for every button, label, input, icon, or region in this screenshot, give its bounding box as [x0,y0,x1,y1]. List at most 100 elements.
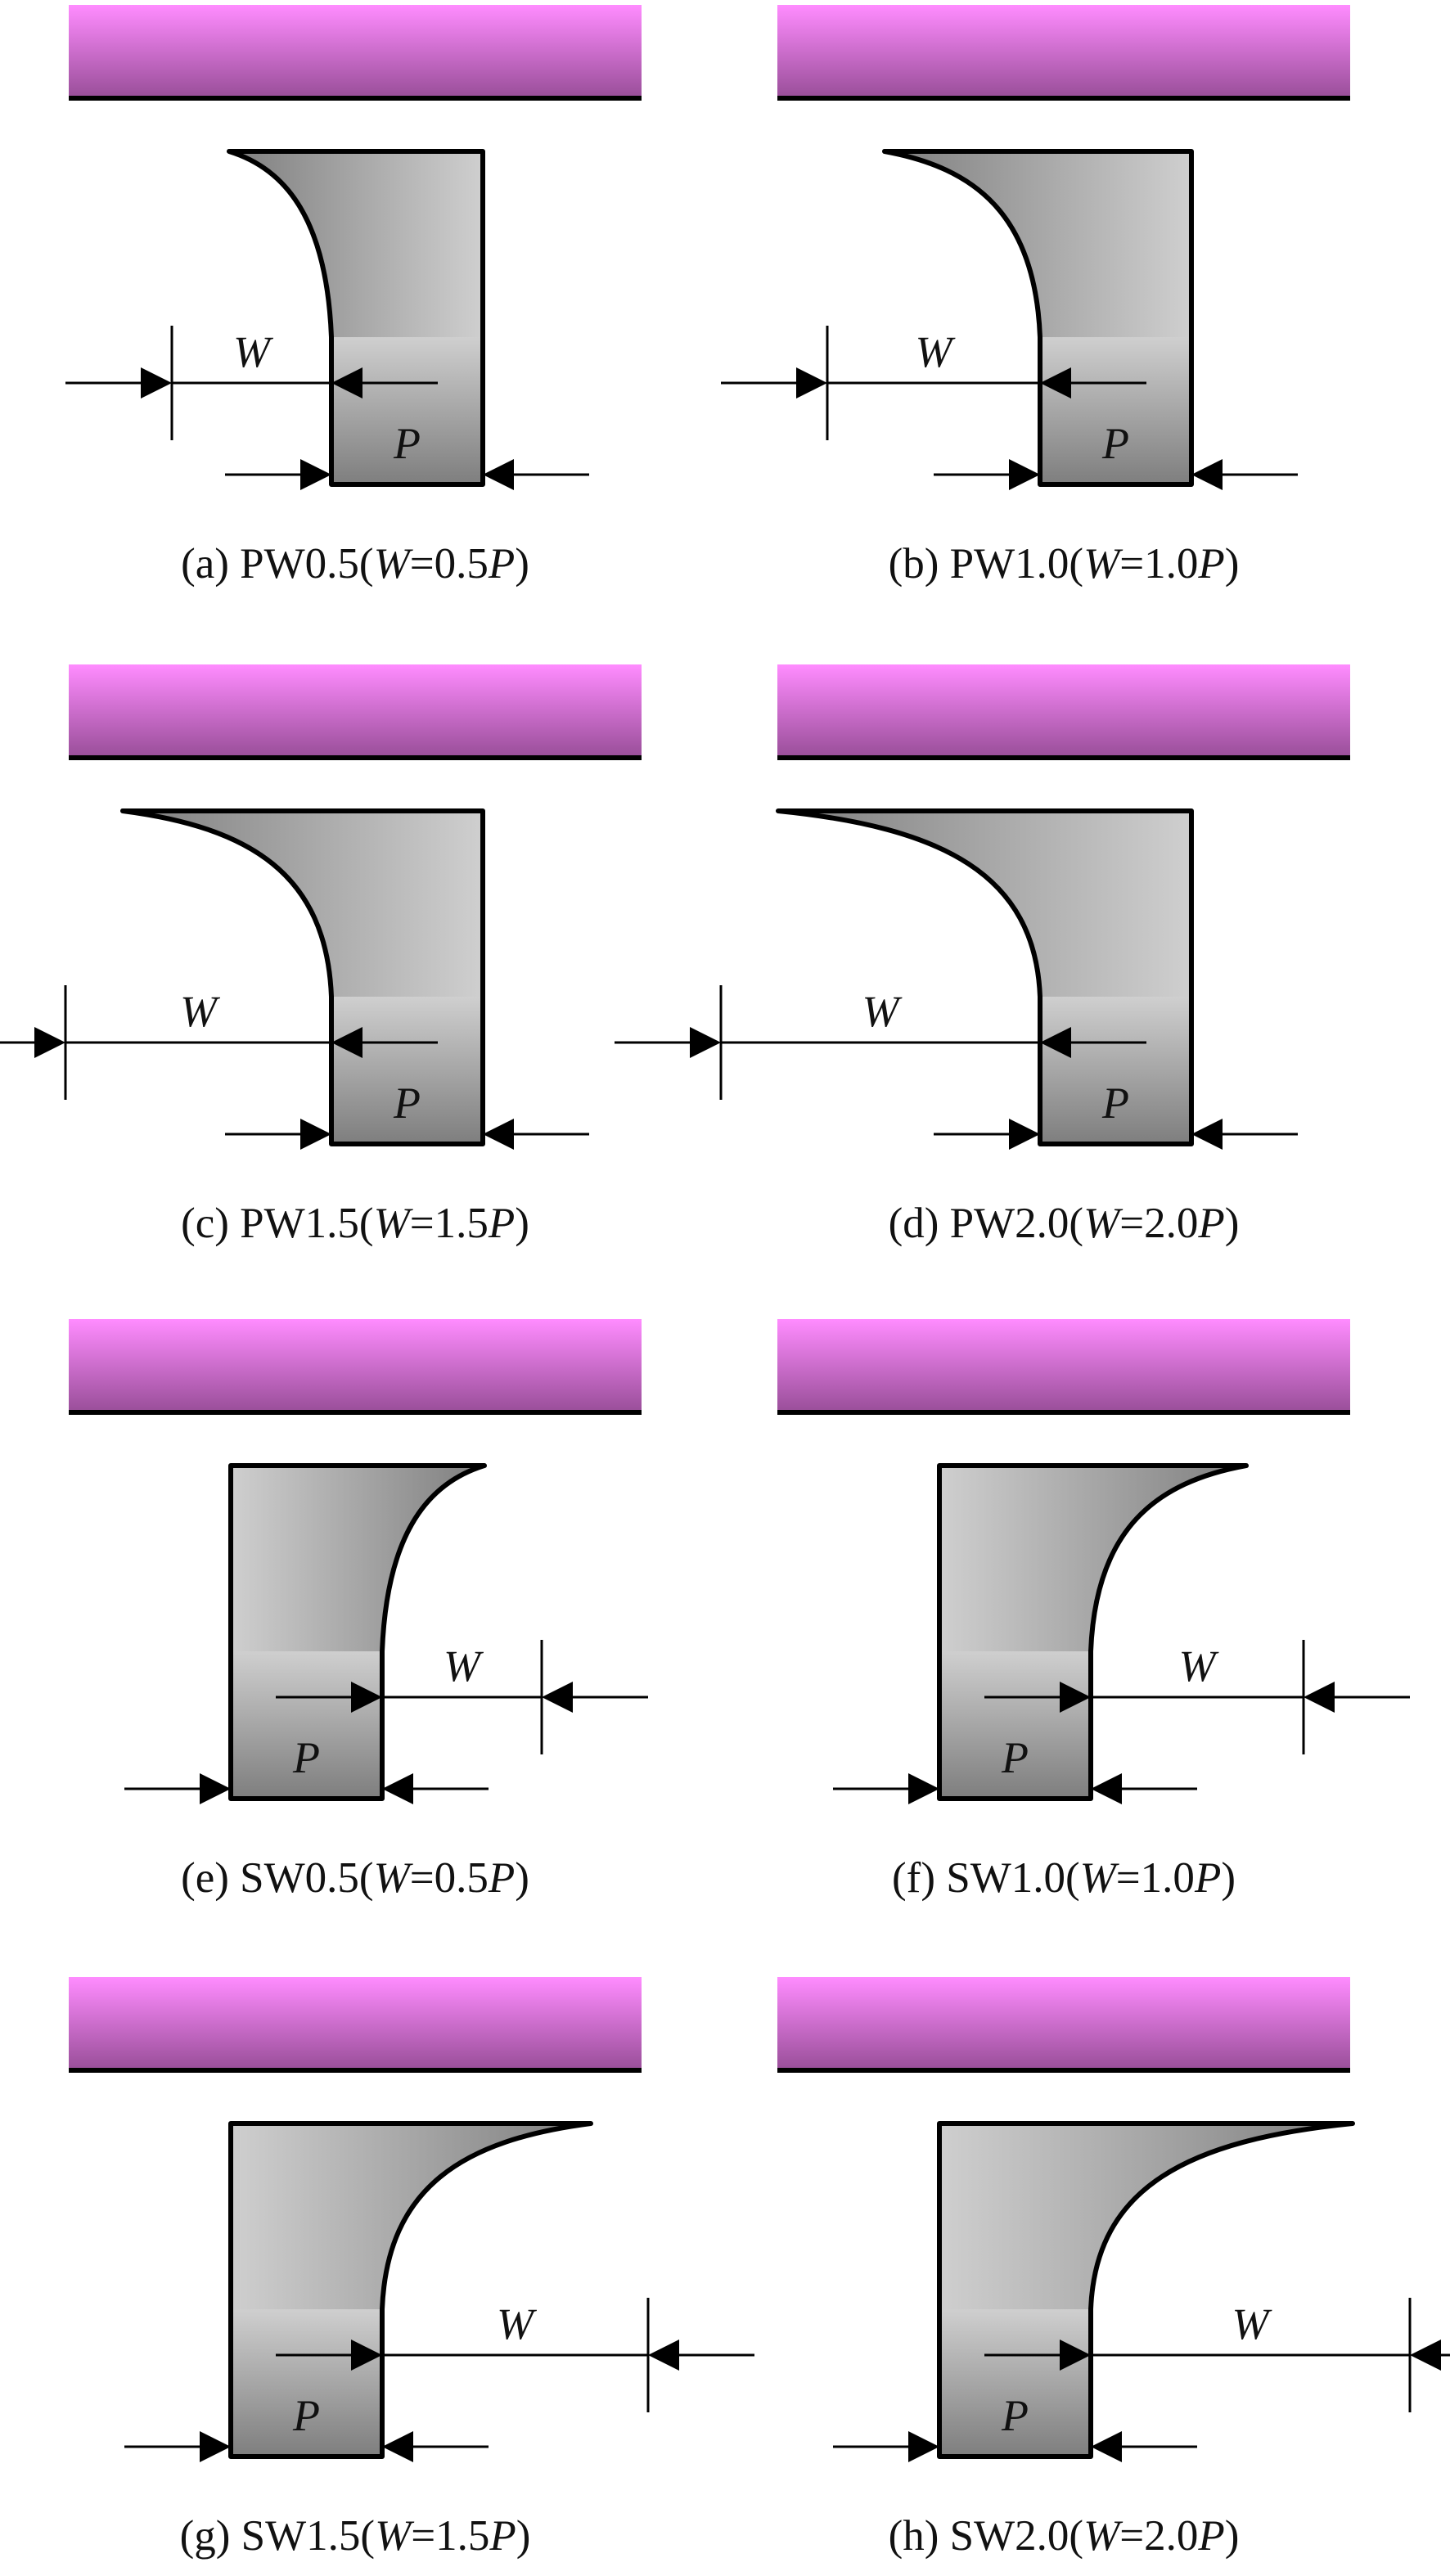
caption-prefix: (c) PW1.5( [181,1200,373,1247]
caption-suffix: ) [1221,1854,1236,1902]
caption-mid: =1.5 [410,1200,489,1247]
p-arrow-right [483,1119,514,1150]
caption-prefix: (e) SW0.5( [181,1854,373,1902]
panel-e: P W (e) SW0.5(W=0.5P) [69,1319,648,1902]
caption-w: W [375,2512,415,2560]
caption-w: W [1083,2512,1124,2560]
caption-p: P [489,2512,516,2560]
tool-outline [882,149,1194,487]
electrode-bar [69,1319,642,1411]
tool-outline [937,2121,1355,2459]
w-label: W [862,987,903,1036]
caption-suffix: ) [1225,1200,1240,1247]
w-label: W [1232,2299,1273,2349]
panel-caption: (h) SW2.0(W=2.0P) [889,2512,1240,2560]
caption-w: W [1080,1854,1120,1902]
caption-p: P [1197,1200,1224,1247]
tool-outline [228,1463,487,1801]
stem-base [939,1651,1091,1799]
caption-suffix: ) [515,540,529,588]
tool-outline [937,1463,1249,1801]
p-label: P [1001,2391,1029,2440]
w-arrow-outer [690,1027,721,1058]
w-arrow-inner [1040,367,1071,399]
caption-suffix: ) [515,1854,529,1902]
p-arrow-right [1091,1773,1122,1804]
caption-mid: =2.0 [1119,2512,1198,2560]
w-arrow-inner [1040,1027,1071,1058]
panel-f: PW(f) SW1.0(W=1.0P) [777,1319,1410,1902]
stem-base [1040,337,1191,484]
caption-suffix: ) [1225,2512,1240,2560]
caption-p: P [488,1854,515,1902]
panel-c: P W (c) PW1.5(W=1.5P) [0,664,642,1247]
caption-w: W [1083,540,1124,588]
panel-caption: (b) PW1.0(W=1.0P) [889,540,1240,588]
tool-outline [120,808,485,1146]
caption-prefix: (h) SW2.0( [889,2512,1083,2560]
w-arrow-outer [796,367,827,399]
p-label: P [393,419,421,468]
caption-suffix: ) [516,2512,531,2560]
stem-base [231,2309,382,2457]
stem-base [939,2309,1091,2457]
w-arrow-inner [351,1682,382,1713]
tool-outline [776,808,1194,1146]
electrode-bar [69,5,642,97]
panel-d: P W (d) PW2.0(W=2.0P) [615,664,1350,1247]
caption-suffix: ) [515,1200,529,1247]
w-arrow-inner [331,1027,362,1058]
electrode-bar [777,1319,1350,1411]
caption-w: W [374,540,414,588]
w-label: W [1179,1642,1220,1691]
caption-prefix: (g) SW1.5( [180,2512,375,2560]
p-label: P [1101,1079,1129,1128]
stem-base [231,1651,382,1799]
p-label: P [292,1733,320,1782]
p-arrow-left [908,1773,939,1804]
electrode-bar [69,664,642,756]
w-label: W [444,1642,484,1691]
panel-caption: (g) SW1.5(W=1.5P) [180,2512,531,2560]
p-label: P [1001,1733,1029,1782]
panel-g: PW(g) SW1.5(W=1.5P) [69,1977,754,2560]
w-arrow-outer [141,367,172,399]
caption-p: P [488,540,515,588]
w-arrow-inner [1060,1682,1091,1713]
w-arrow-inner [1060,2340,1091,2371]
panel-caption: (e) SW0.5(W=0.5P) [181,1854,529,1902]
w-arrow-outer [1304,1682,1335,1713]
p-arrow-right [1091,2431,1122,2462]
caption-suffix: ) [1225,540,1240,588]
caption-p: P [488,1200,515,1247]
caption-prefix: (f) SW1.0( [892,1854,1080,1902]
panel-caption: (a) PW0.5(W=0.5P) [181,540,529,588]
panel-h: PW(h) SW2.0(W=2.0P) [777,1977,1450,2560]
caption-prefix: (a) PW0.5( [181,540,373,588]
p-arrow-right [1191,1119,1223,1150]
caption-p: P [1197,540,1224,588]
caption-mid: =1.0 [1119,540,1198,588]
panel-caption: (f) SW1.0(W=1.0P) [892,1854,1236,1902]
p-arrow-right [382,2431,413,2462]
w-label: W [916,327,957,376]
electrode-bar [777,664,1350,756]
panel-caption: (c) PW1.5(W=1.5P) [181,1200,529,1247]
w-arrow-inner [331,367,362,399]
caption-prefix: (d) PW2.0( [889,1200,1083,1247]
w-label: W [497,2299,538,2349]
p-arrow-left [300,1119,331,1150]
p-arrow-right [483,459,514,490]
w-arrow-inner [351,2340,382,2371]
panel-b: PW(b) PW1.0(W=1.0P) [721,5,1350,588]
stem-base [1040,997,1191,1144]
stem-base [331,337,483,484]
caption-mid: =0.5 [410,1854,489,1902]
p-arrow-left [200,1773,231,1804]
electrode-bar [777,1977,1350,2069]
panel-caption: (d) PW2.0(W=2.0P) [889,1200,1240,1247]
w-label: W [233,327,274,376]
w-arrow-outer [34,1027,65,1058]
p-arrow-left [300,459,331,490]
w-label: W [180,987,221,1036]
